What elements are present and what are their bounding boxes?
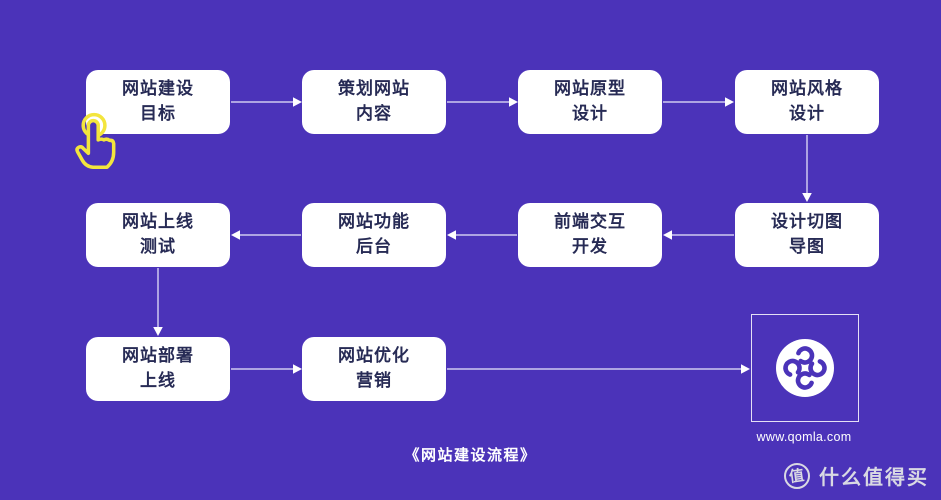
flow-node-label: 前端交互 开发 — [554, 212, 626, 256]
arrowhead-right-icon — [725, 97, 734, 107]
flow-node-label: 网站部署 上线 — [122, 346, 194, 390]
flow-node-deploy-online: 网站部署 上线 — [86, 337, 230, 401]
logo-url-text: www.qomla.com — [756, 430, 852, 444]
flow-node-frontend-dev: 前端交互 开发 — [518, 203, 662, 267]
arrowhead-right-icon — [509, 97, 518, 107]
diagram-caption: 《网站建设流程》 — [404, 447, 537, 464]
flow-node-design-slicing: 设计切图 导图 — [735, 203, 879, 267]
logo-frame — [751, 314, 859, 422]
qomla-clover-logo-icon — [776, 339, 834, 397]
flow-node-label: 策划网站 内容 — [338, 79, 410, 123]
flow-node-label: 网站优化 营销 — [338, 346, 410, 390]
arrowhead-right-icon — [741, 364, 750, 374]
arrowhead-left-icon — [231, 230, 240, 240]
arrowhead-down-icon — [802, 193, 812, 202]
watermark-badge-char: 值 — [788, 467, 806, 486]
watermark-text: 什么值得买 — [819, 467, 929, 489]
flow-node-style-design: 网站风格 设计 — [735, 70, 879, 134]
watermark-badge-icon: 值 — [784, 462, 810, 489]
flow-node-label: 网站上线 测试 — [122, 212, 194, 256]
flow-node-plan-content: 策划网站 内容 — [302, 70, 446, 134]
flow-node-label: 网站原型 设计 — [554, 79, 626, 123]
flow-node-label: 网站功能 后台 — [338, 212, 410, 256]
flow-node-function-backend: 网站功能 后台 — [302, 203, 446, 267]
flow-node-label: 设计切图 导图 — [771, 212, 843, 256]
flow-node-prototype-design: 网站原型 设计 — [518, 70, 662, 134]
flow-node-website-goal: 网站建设 目标 — [86, 70, 230, 134]
arrowhead-down-icon — [153, 327, 163, 336]
arrowhead-right-icon — [293, 97, 302, 107]
tap-hand-cursor-icon — [75, 112, 116, 169]
flow-node-label: 网站风格 设计 — [771, 79, 843, 123]
flow-node-optimize-marketing: 网站优化 营销 — [302, 337, 446, 401]
arrowhead-left-icon — [663, 230, 672, 240]
watermark: 值 什么值得买 — [784, 461, 929, 490]
arrowhead-right-icon — [293, 364, 302, 374]
flow-node-launch-test: 网站上线 测试 — [86, 203, 230, 267]
arrowhead-left-icon — [447, 230, 456, 240]
flow-node-label: 网站建设 目标 — [122, 79, 194, 123]
